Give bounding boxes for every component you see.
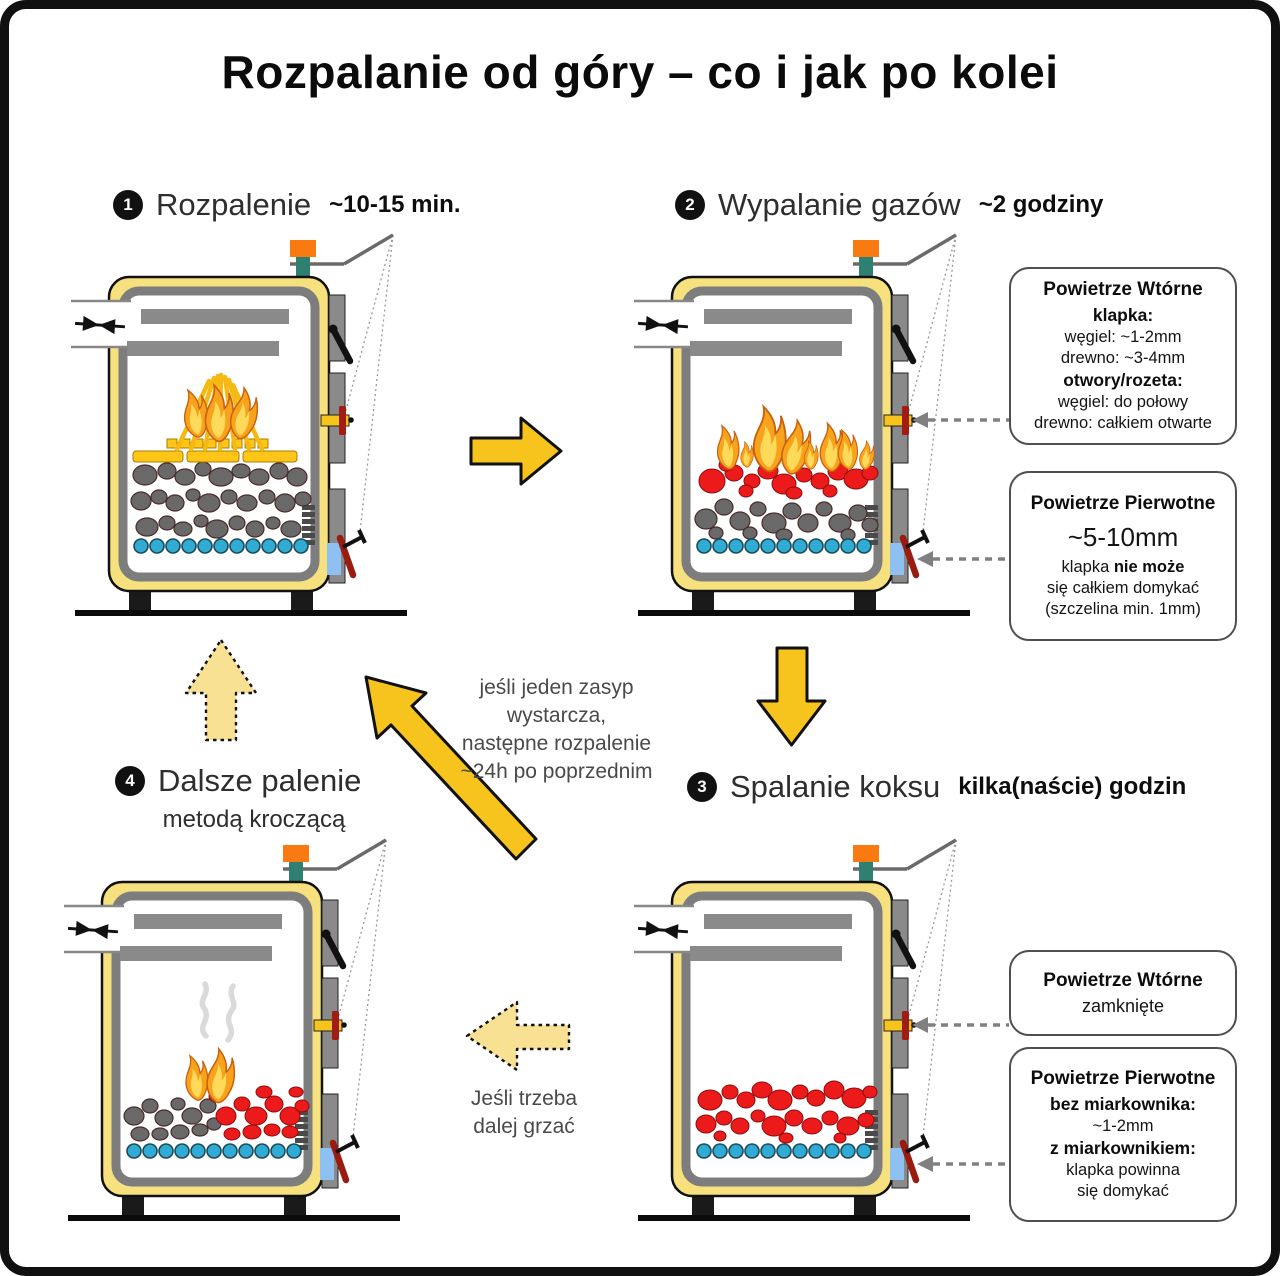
info-box-primary-air-bottom: Powietrze Pierwotne bez miarkownika: ~1-… [1009,1047,1237,1222]
note-line: jeśli jeden zasyp wystarcza, [479,676,634,727]
boiler-4-smoke [199,981,237,1043]
flap-rule-3: (szczelina min. 1mm) [1045,600,1201,618]
info-box-title: Powietrze Pierwotne [1030,1068,1216,1089]
flap-rule: klapka nie może [1062,558,1185,577]
arrow-stage1-to-stage2 [469,416,563,486]
note-line: następne rozpalenie [461,731,652,755]
boiler-2-grate [696,538,872,554]
flap-label: klapka: [1092,305,1154,325]
arrow-stage3-to-stage4-diagonal [364,675,538,861]
boiler-1-illustration [71,229,411,629]
holes-label: otwory/rozeta: [1063,370,1183,390]
info-box-primary-air-top: Powietrze Pierwotne ~5-10mm klapka nie m… [1009,471,1237,641]
note-refire-interval: jeśli jeden zasyp wystarcza, następne ro… [429,674,684,786]
boiler-4-ember-bed [208,1085,310,1141]
stage-1-badge: 1 [113,190,143,220]
stage-3-badge: 3 [687,772,717,802]
stage-2-name: Wypalanie gazów [718,187,961,222]
page-title: Rozpalanie od góry – co i jak po kolei [221,46,1059,98]
stage-2-duration: ~2 godziny [978,191,1104,218]
flap-wood: drewno: ~3-4mm [1060,349,1186,367]
note-line: ~24h po poprzednim [460,759,653,783]
state-value: zamknięte [1081,995,1165,1016]
holes-wood: drewno: całkiem otwarte [1034,414,1212,432]
flap-rule-2: się całkiem domykać [1046,579,1200,597]
stage-3-header: 3 Spalanie koksu kilka(naście) godzin [687,769,1186,805]
stage-4-name: Dalsze palenie [158,763,362,798]
boiler-2-coal-bed [694,498,879,542]
stage-1-duration: ~10-15 min. [329,191,461,218]
note-line: dalej grzać [473,1114,575,1138]
pointer-secondary-air-bottom [912,1017,1009,1033]
holes-coal: węgiel: do połowy [1057,393,1189,411]
no-regulator-label: bez miarkownika: [1050,1094,1196,1114]
boiler-2-illustration [634,229,974,629]
info-box-title: Powietrze Wtórne [1043,969,1203,991]
pointer-secondary-air-top [912,412,1009,428]
note-continue-heating: Jeśli trzeba dalej grzać [449,1085,599,1141]
note-line: Jeśli trzeba [470,1087,578,1110]
with-regulator-line2: się domykać [1077,1182,1169,1200]
flap-rule-text: klapka [1061,558,1114,576]
flap-coal: węgiel: ~1-2mm [1064,328,1182,346]
info-box-secondary-air-bottom: Powietrze Wtórne zamknięte [1009,950,1237,1036]
arrow-loop-to-stage1-dashed [184,638,258,742]
arrow-continue-heating-dashed [465,1000,571,1072]
stage-1-name: Rozpalenie [156,187,312,222]
stage-4-header: 4 Dalsze palenie [115,763,361,799]
stage-3-name: Spalanie koksu [730,769,941,804]
info-box-secondary-air-top: Powietrze Wtórne klapka: węgiel: ~1-2mm … [1009,267,1237,445]
stage-3-duration: kilka(naście) godzin [958,773,1187,800]
stage-2-header: 2 Wypalanie gazów ~2 godziny [675,187,1103,223]
info-box-title: Powietrze Wtórne [1043,279,1203,300]
gap-value: ~5-10mm [1067,522,1179,552]
boiler-3-grate [696,1143,872,1159]
stage-2-badge: 2 [675,190,705,220]
stage-1-header: 1 Rozpalenie ~10-15 min. [113,187,461,223]
pointer-primary-air-bottom [917,1156,1009,1172]
arrow-stage2-to-stage3 [756,646,827,747]
no-regulator-value: ~1-2mm [1092,1117,1154,1135]
stage-4-badge: 4 [115,766,145,796]
boiler-4-illustration [64,834,404,1234]
boiler-4-grate [126,1143,302,1159]
flap-rule-bold: nie może [1113,558,1185,576]
pointer-primary-air-top [917,551,1009,567]
boiler-4-coal-bed [123,1097,222,1142]
with-regulator-label: z miarkownikiem: [1050,1138,1196,1158]
info-box-title: Powietrze Pierwotne [1030,493,1216,514]
boiler-1-coal-bed [130,461,312,539]
boiler-3-ember-bed [695,1080,878,1144]
stage-4-subtitle: metodą kroczącą [162,806,346,833]
with-regulator-line1: klapka powinna [1066,1161,1180,1179]
boiler-3-illustration [634,834,974,1234]
boiler-1-grate [133,538,309,554]
